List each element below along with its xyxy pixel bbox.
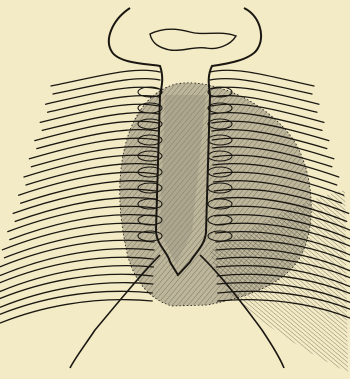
left-rib-line (0, 291, 152, 322)
left-rib-line (0, 283, 153, 313)
clavicle-notch (150, 29, 236, 50)
left-rib-line (0, 300, 152, 331)
left-rib-line (53, 79, 160, 94)
